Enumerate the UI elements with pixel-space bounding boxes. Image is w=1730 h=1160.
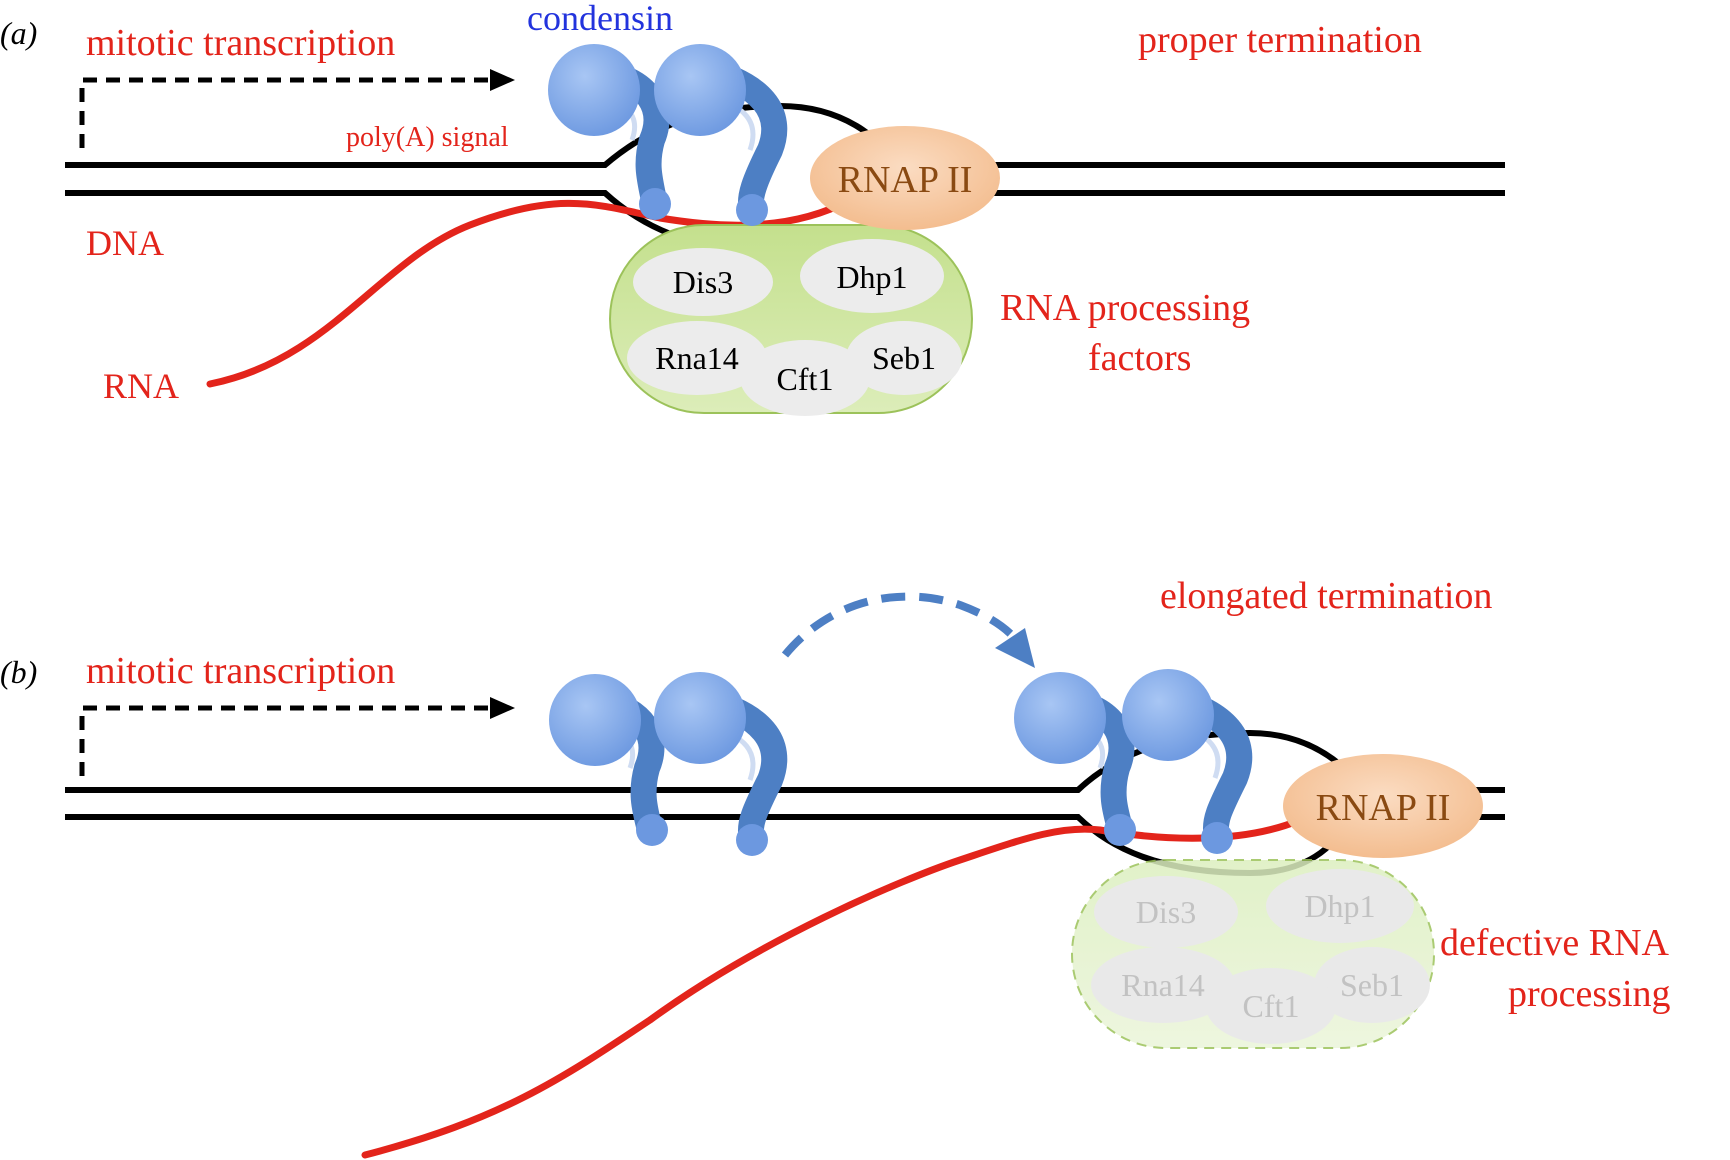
factor-seb1-label-faded: Seb1 [1340, 967, 1404, 1003]
factor-cft1-shape [740, 340, 870, 416]
condensin-complex-a [548, 44, 788, 226]
factor-dhp1-shape [800, 239, 944, 313]
condensin-shift-arrow-icon [781, 592, 1035, 668]
condensin-subunit [654, 672, 788, 856]
factor-dhp1-label: Dhp1 [836, 259, 907, 295]
panel-a-label: (a) [0, 15, 37, 51]
transcription-arrow-icon [79, 69, 515, 148]
factor-dis3-label: Dis3 [673, 264, 733, 300]
rnap-ii-b-label: RNAP II [1316, 787, 1451, 829]
condensin-complex-b-left [549, 672, 788, 856]
panel-b-processing-label-2: processing [1508, 973, 1671, 1015]
factor-dis3-shape [633, 248, 773, 316]
panel-b-termination-label: elongated termination [1160, 575, 1492, 617]
rnap-ii-b: RNAP II [1283, 754, 1483, 858]
condensin-subunit [654, 44, 788, 226]
panel-a-processing-label-2: factors [1088, 337, 1191, 379]
panel-b: (b) mitotic transcription elongated term… [0, 575, 1671, 1159]
factor-dhp1-label-faded: Dhp1 [1304, 888, 1375, 924]
factor-rna14-label-faded: Rna14 [1121, 967, 1205, 1003]
transcription-arrow-icon [79, 697, 515, 776]
panel-a-processing-label-1: RNA processing [1000, 287, 1250, 329]
panel-b-processing-label-1: defective RNA [1440, 922, 1670, 964]
panel-a-termination-label: proper termination [1138, 19, 1422, 61]
factor-dis3-label-faded: Dis3 [1136, 894, 1196, 930]
condensin-subunit [1014, 672, 1136, 846]
factor-cft1-label: Cft1 [777, 361, 834, 397]
panel-a-transcription-label: mitotic transcription [86, 22, 395, 64]
rna-strand [361, 816, 1304, 1159]
condensin-subunit [548, 44, 671, 220]
rna-processing-complex-defective: Dis3 Dhp1 Rna14 Seb1 Cft1 [1071, 859, 1435, 1049]
condensin-subunit [549, 674, 668, 846]
condensin-subunit [1122, 669, 1253, 854]
rna-label: RNA [103, 366, 179, 406]
dna-label: DNA [86, 223, 164, 263]
panel-b-label: (b) [0, 654, 37, 690]
rnap-ii-a: RNAP II [810, 126, 1000, 230]
factor-rna14-shape [627, 321, 767, 395]
factor-cft1-label-faded: Cft1 [1243, 988, 1300, 1024]
condensin-complex-b-right [1014, 669, 1253, 854]
rnap-ii-a-label: RNAP II [838, 159, 973, 201]
panel-b-transcription-label: mitotic transcription [86, 650, 395, 692]
polya-signal-label: poly(A) signal [346, 122, 509, 153]
factor-rna14-label: Rna14 [655, 340, 739, 376]
condensin-label: condensin [527, 0, 673, 38]
panel-a: (a) mitotic transcription condensin prop… [0, 0, 1505, 416]
factor-seb1-shape [846, 321, 962, 395]
factor-seb1-label: Seb1 [872, 340, 936, 376]
rna-processing-complex: Dis3 Dhp1 Rna14 Seb1 Cft1 [609, 224, 973, 416]
